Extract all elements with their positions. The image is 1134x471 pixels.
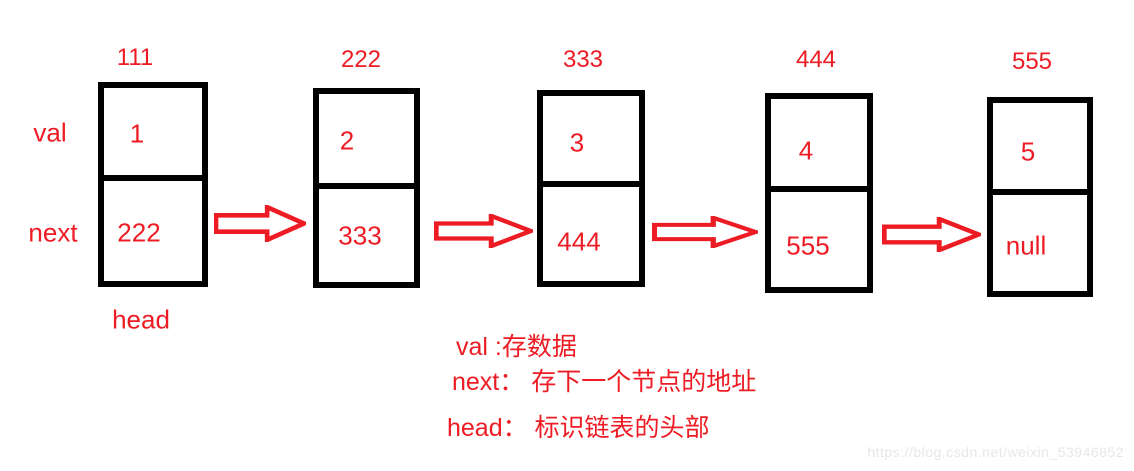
node-next-value: 333: [338, 220, 382, 251]
legend-next-line: next： 存下一个节点的地址: [452, 368, 757, 396]
right-block-arrow-icon: [214, 205, 306, 242]
node-val-value: 4: [798, 135, 814, 166]
node-address: 444: [795, 46, 837, 73]
node-next-value: 444: [557, 226, 601, 257]
node-next-value: null: [1005, 230, 1047, 261]
node-next-value: 555: [786, 230, 830, 261]
node-divider: [992, 189, 1088, 195]
node-box: [98, 82, 208, 287]
row-label-next: next: [28, 217, 78, 248]
node-val-value: 5: [1020, 136, 1036, 167]
node-address: 111: [116, 44, 154, 71]
node-val-value: 1: [129, 118, 145, 149]
node-next-value: 222: [117, 217, 161, 248]
right-block-arrow-icon: [882, 217, 981, 252]
node-address: 222: [340, 46, 382, 73]
node-box: [537, 90, 645, 287]
node-val-value: 3: [569, 127, 585, 158]
watermark-url: https://blog.csdn.net/weixin_53946852: [867, 444, 1124, 460]
node-box: [765, 93, 873, 293]
node-box: [313, 88, 420, 288]
node-address: 555: [1011, 48, 1053, 75]
node-box: [987, 97, 1093, 297]
node-address: 333: [562, 46, 604, 73]
node-divider: [542, 181, 640, 187]
right-block-arrow-icon: [434, 214, 533, 248]
legend-head-line: head： 标识链表的头部: [447, 414, 710, 442]
node-val-value: 2: [339, 125, 355, 156]
right-block-arrow-icon: [652, 216, 758, 248]
head-label: head: [112, 304, 170, 335]
node-divider: [103, 175, 203, 181]
legend-val-line: val :存数据: [456, 333, 577, 361]
node-divider: [318, 183, 415, 189]
row-label-val: val: [33, 117, 67, 148]
node-divider: [770, 186, 868, 192]
